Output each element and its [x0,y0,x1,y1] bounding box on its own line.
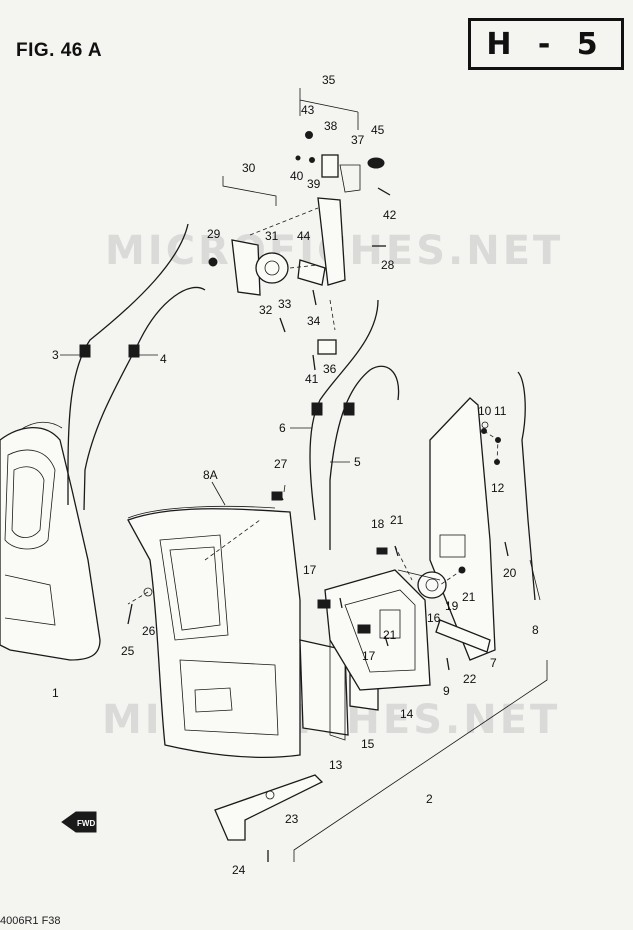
part-8A-seat-back-panel [127,505,301,759]
page-code-box: H - 5 [468,18,624,70]
callout-16: 16 [427,611,441,625]
callout-19: 19 [445,599,459,613]
callout-24: 24 [232,863,246,877]
callout-17-b: 17 [362,649,376,663]
page-code: H - 5 [486,26,606,62]
callout-35: 35 [322,73,336,87]
callout-13: 13 [329,758,343,772]
callout-2: 2 [426,792,433,806]
callout-43: 43 [301,103,315,117]
leader-lines [60,88,548,862]
callout-44: 44 [297,229,311,243]
callout-29: 29 [207,227,221,241]
callout-15: 15 [361,737,375,751]
part-1-seat-back-shell [0,421,101,661]
cable-4 [83,286,206,511]
callout-14: 14 [400,707,414,721]
callout-8A: 8A [203,468,218,482]
callout-28: 28 [381,258,395,272]
callout-18: 18 [371,517,385,531]
callout-36: 36 [323,362,337,376]
part-13-bracket [299,629,349,741]
footer-code: 4006R1 F38 [0,915,61,927]
callout-10: 10 [478,404,492,418]
cable-5 [329,365,400,550]
callout-25: 25 [121,644,135,658]
callout-40: 40 [290,169,304,183]
cable-6 [309,299,379,521]
fwd-arrow: FWD [61,811,97,833]
part-45-knob [367,157,385,169]
callout-34: 34 [307,314,321,328]
callout-32: 32 [259,303,273,317]
part-8-spring-rod [517,371,541,601]
callout-42: 42 [383,208,397,222]
callout-31: 31 [265,229,279,243]
callout-33: 33 [278,297,292,311]
callout-22: 22 [463,672,477,686]
callout-6: 6 [279,421,286,435]
callout-37: 37 [351,133,365,147]
callout-8: 8 [532,623,539,637]
cable-3 [67,223,189,505]
callout-5: 5 [354,455,361,469]
callout-20: 20 [503,566,517,580]
fwd-label: FWD [77,819,95,828]
part-23-bottom-bracket [214,774,324,841]
callout-21-b: 21 [462,590,476,604]
callout-11: 11 [494,404,507,418]
callout-3: 3 [52,348,59,362]
callout-7: 7 [490,656,497,670]
callout-17-a: 17 [303,563,317,577]
callout-27: 27 [274,457,288,471]
callout-26: 26 [142,624,156,638]
callout-12: 12 [491,481,505,495]
part-44-bracket [297,259,326,286]
part-22-strip [435,619,491,653]
part-36-clip [317,339,337,355]
part-37-lever-arm [317,197,346,286]
callout-30: 30 [242,161,256,175]
callout-21-a: 21 [390,513,404,527]
callout-41: 41 [305,372,319,386]
callout-4: 4 [160,352,167,366]
part-callouts: 35 43 38 37 45 40 39 42 30 29 31 44 28 3… [52,73,539,877]
part-31-recliner-gear [231,239,289,296]
part-38-latch [321,154,361,193]
callout-1: 1 [52,686,59,700]
callout-21-c: 21 [383,628,397,642]
callout-38: 38 [324,119,338,133]
part-16-pulley [397,569,447,599]
callout-23: 23 [285,812,299,826]
figure-title: FIG. 46 A [16,40,103,61]
callout-9: 9 [443,684,450,698]
callout-45: 45 [371,123,385,137]
part-14-frame [324,569,431,691]
callout-39: 39 [307,177,321,191]
